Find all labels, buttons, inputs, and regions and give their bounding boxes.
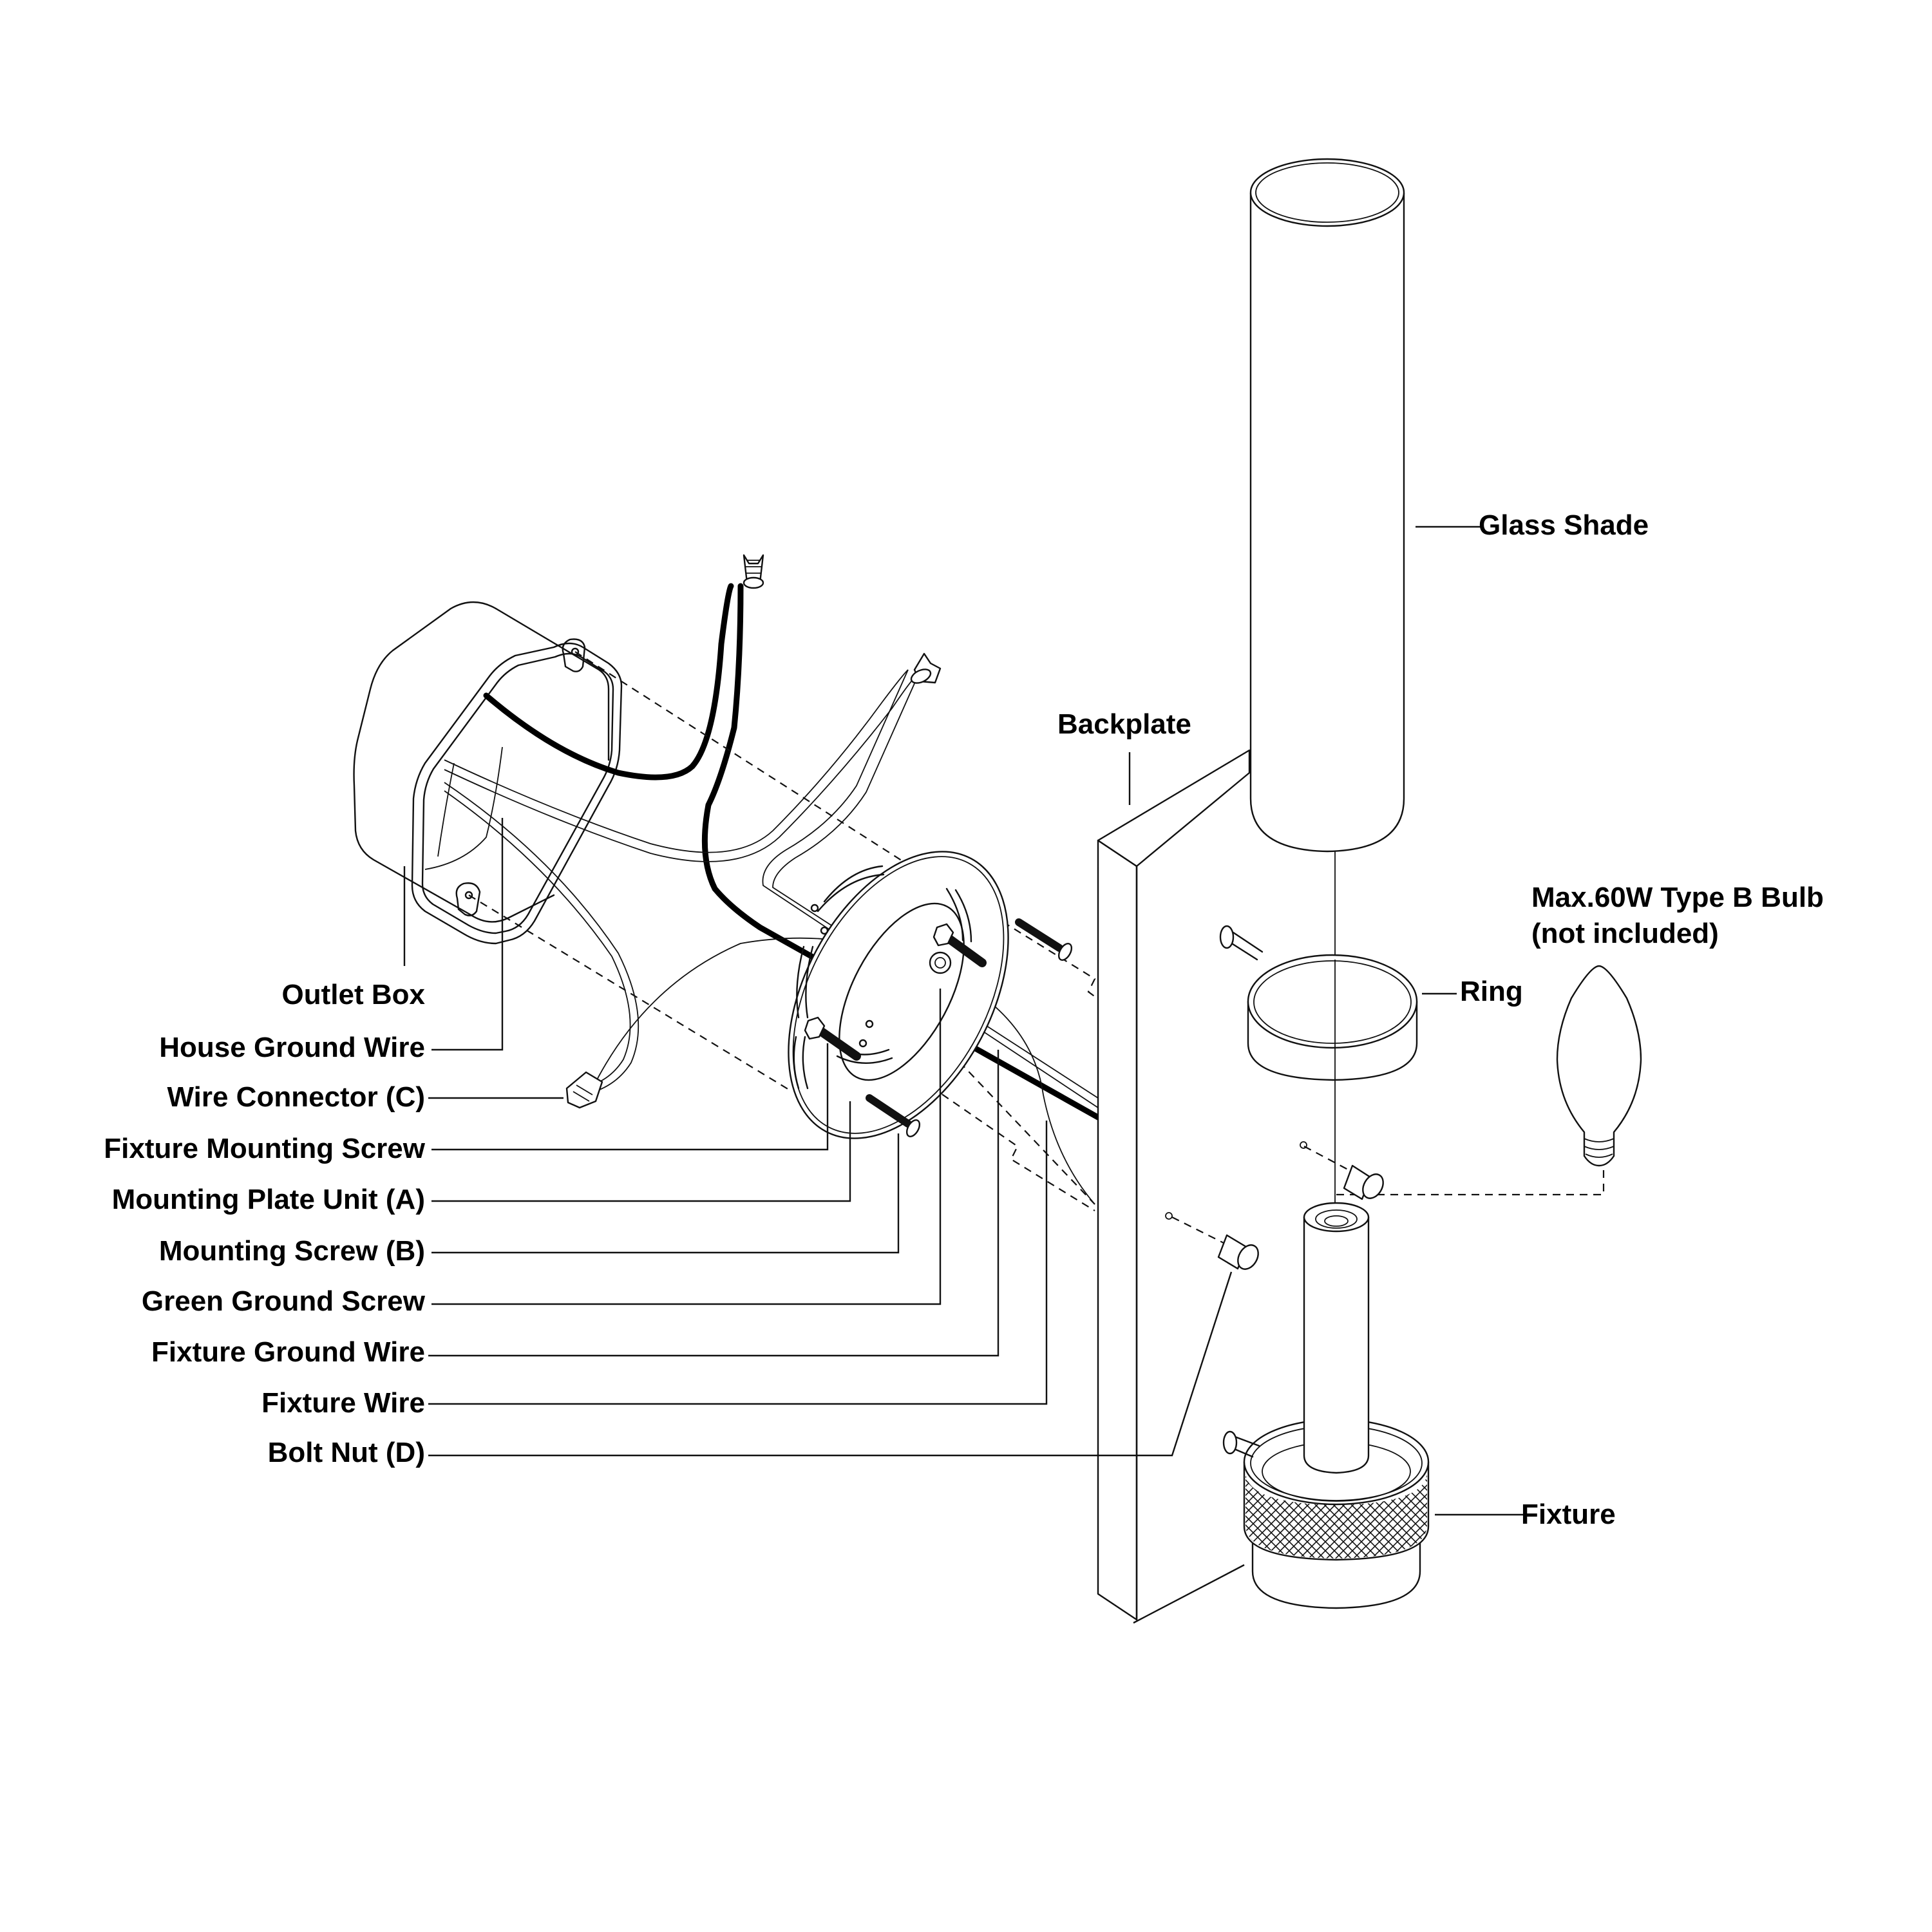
green-ground-screw — [929, 951, 952, 974]
ring — [1219, 925, 1418, 1217]
fixture-mounting-screw-lower — [804, 1016, 861, 1061]
label-fixture: Fixture — [1521, 1499, 1616, 1530]
label-mounting-screw-b: Mounting Screw (B) — [158, 1235, 425, 1267]
label-fixture-ground-wire: Fixture Ground Wire — [151, 1336, 425, 1368]
bolt-nut-d-lower — [1165, 1212, 1259, 1270]
label-glass-shade: Glass Shade — [1479, 509, 1649, 541]
label-fixture-wire: Fixture Wire — [261, 1387, 425, 1419]
bulb — [1556, 965, 1642, 1167]
label-green-ground-screw: Green Ground Screw — [141, 1285, 425, 1317]
assembly-guide-lines — [468, 651, 1605, 1247]
label-bulb-spec: Max.60W Type B Bulb — [1531, 882, 1824, 913]
label-mounting-plate-unit-a: Mounting Plate Unit (A) — [111, 1184, 425, 1215]
wire-connector-top — [743, 554, 764, 589]
bolt-nut-d-upper — [1300, 1141, 1384, 1200]
label-bulb-not-included: (not included) — [1531, 918, 1719, 949]
mounting-screw-b-lower — [866, 1094, 921, 1137]
glass-shade — [1249, 158, 1405, 960]
label-house-ground-wire: House Ground Wire — [159, 1032, 425, 1063]
label-bolt-nut-d: Bolt Nut (D) — [267, 1437, 425, 1468]
mounting-screw-b-upper — [1015, 918, 1073, 961]
label-ring: Ring — [1460, 976, 1523, 1007]
wire-connector-right — [910, 652, 942, 684]
leader-lines — [403, 526, 1523, 1624]
label-backplate: Backplate — [1057, 708, 1191, 740]
fixture-mounting-screw-upper — [933, 923, 987, 967]
backplate — [1097, 749, 1251, 1621]
outlet-box — [353, 601, 623, 945]
mounting-plate — [788, 851, 1009, 1139]
label-outlet-box: Outlet Box — [281, 979, 425, 1010]
label-wire-connector-c: Wire Connector (C) — [167, 1081, 426, 1113]
wire-connector-c — [565, 1071, 603, 1109]
label-fixture-mounting-screw: Fixture Mounting Screw — [104, 1133, 425, 1164]
fixture — [1222, 1202, 1430, 1609]
